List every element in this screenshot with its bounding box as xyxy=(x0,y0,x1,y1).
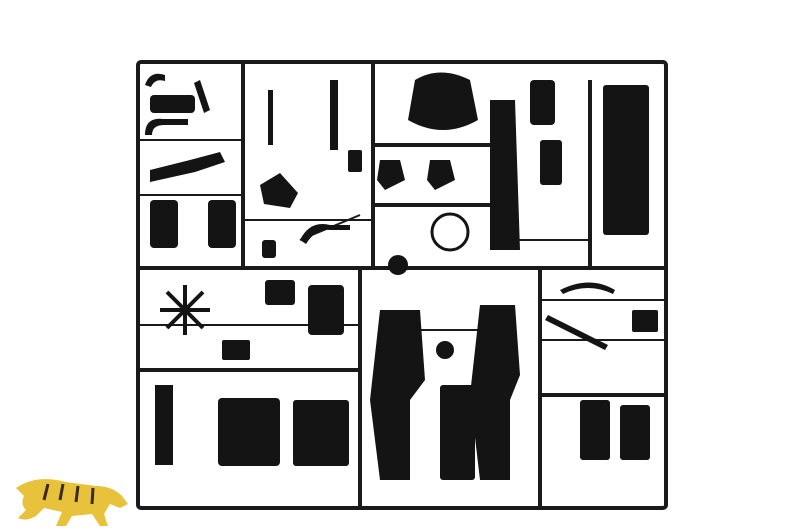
sprue-frame xyxy=(136,60,668,510)
tiger-logo-icon xyxy=(16,479,128,526)
engine-block-parts xyxy=(370,305,520,480)
fan-and-tank-parts xyxy=(155,280,349,466)
bracket-parts xyxy=(545,282,658,460)
exhaust-pipe-parts xyxy=(145,73,236,248)
linkage-parts xyxy=(260,80,362,258)
fifth-wheel-parts xyxy=(377,72,649,275)
